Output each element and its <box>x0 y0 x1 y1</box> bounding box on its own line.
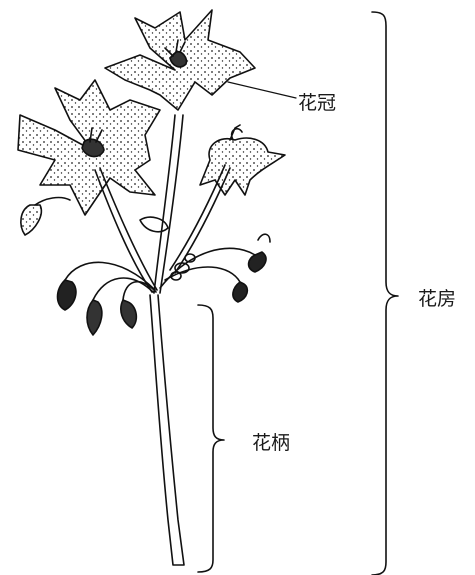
peduncle-label: 花柄 <box>252 428 290 455</box>
raceme-bracket <box>372 12 398 575</box>
corolla-leader-line <box>228 82 296 98</box>
corolla-label: 花冠 <box>298 88 336 115</box>
main-stem <box>150 295 184 565</box>
flower-top <box>105 10 255 110</box>
flower-left <box>18 80 160 215</box>
peduncle-bracket <box>198 305 224 572</box>
raceme-label: 花房 <box>418 284 456 311</box>
flower-right <box>200 125 285 195</box>
